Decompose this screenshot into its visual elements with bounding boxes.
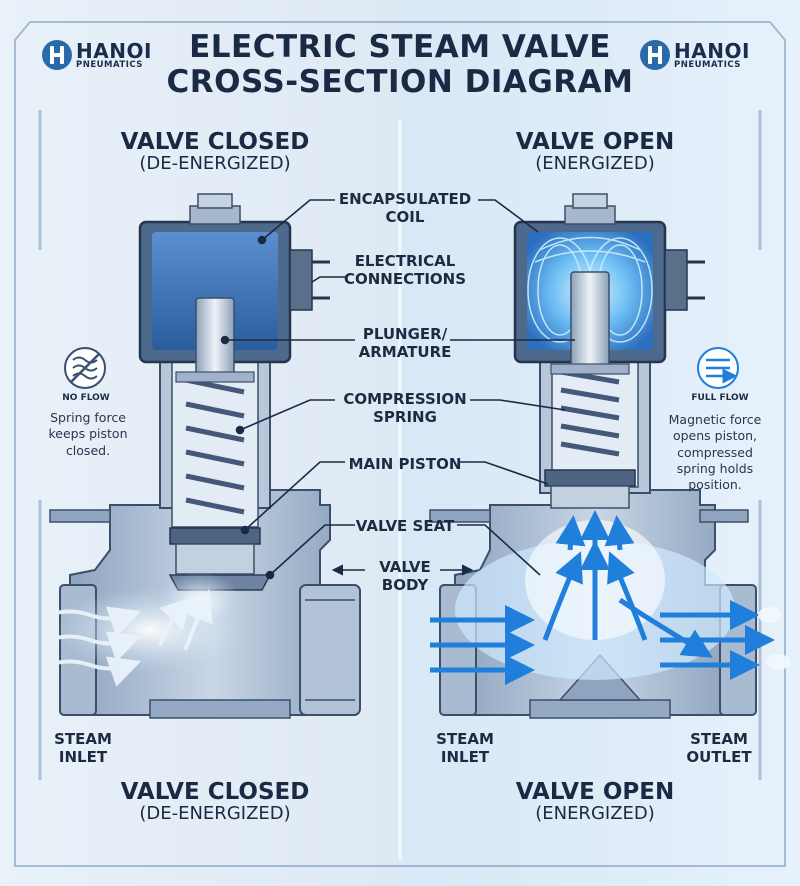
closed-valve [47,193,361,719]
brand-name: HANOI [674,38,750,63]
frame [14,21,786,867]
title-line-2: CROSS-SECTION DIAGRAM [166,63,634,100]
closed-state-sub: (DE-ENERGIZED) [139,803,291,825]
closed-state-title: VALVE CLOSED [120,129,310,155]
open-state-title: VALVE OPEN [515,129,675,155]
open-valve [429,193,790,719]
h-logo-icon [42,40,72,70]
open-heading-bottom: VALVE OPEN (ENERGIZED) [470,780,720,824]
brand-logo-right: HANOI PNEUMATICS [640,40,750,70]
page-title: ELECTRIC STEAM VALVE CROSS-SECTION DIAGR… [140,30,660,99]
closed-heading-top: VALVE CLOSED (DE-ENERGIZED) [90,130,340,174]
title-line-1: ELECTRIC STEAM VALVE [189,29,611,65]
brand-tagline: PNEUMATICS [674,59,741,70]
brand-tagline: PNEUMATICS [76,59,143,70]
open-heading-top: VALVE OPEN (ENERGIZED) [470,130,720,174]
label-seat: VALVE SEAT [355,517,455,535]
closed-heading-bottom: VALVE CLOSED (DE-ENERGIZED) [90,780,340,824]
open-state-sub: (ENERGIZED) [535,153,655,175]
no-flow-icon [64,347,106,389]
full-flow-icon [697,347,738,389]
closed-state-sub: (DE-ENERGIZED) [139,153,291,175]
label-plunger: PLUNGER/ARMATURE [358,325,452,361]
no-flow-tag: NO FLOW [62,393,110,403]
h-logo-icon [640,40,670,70]
full-flow-tag: FULL FLOW [691,393,749,403]
closed-state-title: VALVE CLOSED [120,779,310,805]
brand-name: HANOI [76,38,152,63]
open-state-title: VALVE OPEN [515,779,675,805]
brand-logo-left: HANOI PNEUMATICS [42,40,152,70]
leader-lines [220,199,575,580]
label-piston: MAIN PISTON [348,455,462,473]
open-state-sub: (ENERGIZED) [535,803,655,825]
